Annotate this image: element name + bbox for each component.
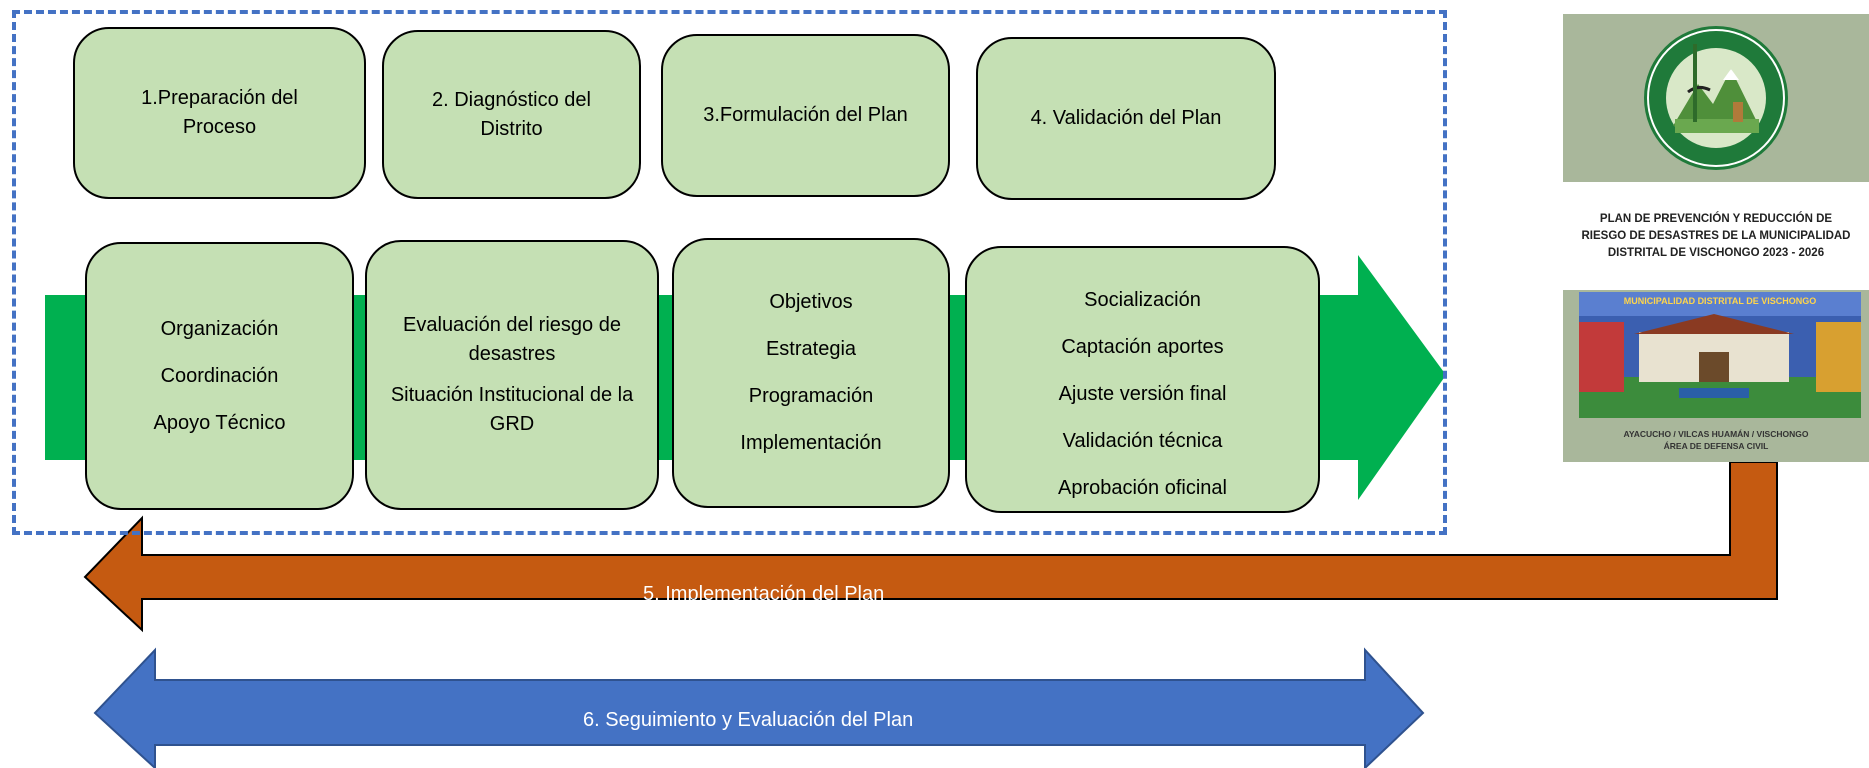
steps-box-validation: Socialización Captación aportes Ajuste v… (965, 246, 1320, 513)
cover-footer-line: AYACUCHO / VILCAS HUAMÁN / VISCHONGO (1623, 429, 1809, 439)
phase-box-preparation: 1.Preparación del Proceso (73, 27, 366, 199)
step-item: Objetivos (769, 291, 853, 313)
step-item: Coordinación (160, 364, 279, 387)
monitoring-arrow (93, 647, 1425, 768)
phase-box-diagnosis: 2. Diagnóstico del Distrito (382, 30, 641, 199)
step-item: Programación (748, 385, 874, 407)
step-item: Aprobación oficinal (1058, 477, 1227, 499)
cover-title: PLAN DE PREVENCIÓN Y REDUCCIÓN DE RIESGO… (1563, 182, 1869, 290)
phase-box-validation: 4. Validación del Plan (976, 37, 1276, 200)
monitoring-arrow-label: 6. Seguimiento y Evaluación del Plan (583, 709, 914, 731)
phase-box-formulation: 3.Formulación del Plan (661, 34, 950, 197)
steps-box-preparation: Organización Coordinación Apoyo Técnico (85, 242, 354, 510)
implementation-arrow-label: 5. Implementación del Plan (643, 583, 885, 605)
phase-label: 4. Validación del Plan (1030, 107, 1222, 129)
phase-label: 2. Diagnóstico del (432, 88, 591, 111)
implementation-arrow (83, 461, 1778, 633)
cover-photo: MUNICIPALIDAD DISTRITAL DE VISCHONGO (1579, 292, 1861, 418)
step-item: Validación técnica (1062, 430, 1223, 452)
phase-label: Proceso (182, 116, 257, 138)
steps-box-diagnosis: Evaluación del riesgo de desastres Situa… (365, 240, 659, 510)
phase-label: 3.Formulación del Plan (703, 104, 908, 126)
phase-label: 1.Preparación del (141, 87, 298, 109)
cover-footer-line: ÁREA DE DEFENSA CIVIL (1663, 441, 1769, 451)
step-item: Captación aportes (1061, 336, 1224, 358)
step-item: Implementación (740, 432, 882, 454)
step-item: Ajuste versión final (1058, 383, 1227, 405)
step-item: Socialización (1084, 289, 1201, 311)
plan-cover-image: PLAN DE PREVENCIÓN Y REDUCCIÓN DE RIESGO… (1563, 14, 1869, 462)
steps-box-formulation: Objetivos Estrategia Programación Implem… (672, 238, 950, 508)
cover-seal-area (1563, 14, 1869, 182)
cover-footer: AYACUCHO / VILCAS HUAMÁN / VISCHONGO ÁRE… (1563, 418, 1869, 462)
step-item: Apoyo Técnico (153, 411, 286, 434)
town-photo-icon (1579, 292, 1861, 418)
step-item: Evaluación del riesgo de desastres (403, 314, 621, 365)
step-item: Situación Institucional de la GRD (390, 384, 634, 435)
step-item: Estrategia (765, 338, 857, 360)
process-frame (12, 10, 1447, 535)
step-item: Organización (160, 317, 279, 340)
phase-label: Distrito (480, 117, 543, 140)
municipal-seal-icon (1644, 26, 1788, 170)
cover-banner-text: MUNICIPALIDAD DISTRITAL DE VISCHONGO (1623, 296, 1817, 306)
